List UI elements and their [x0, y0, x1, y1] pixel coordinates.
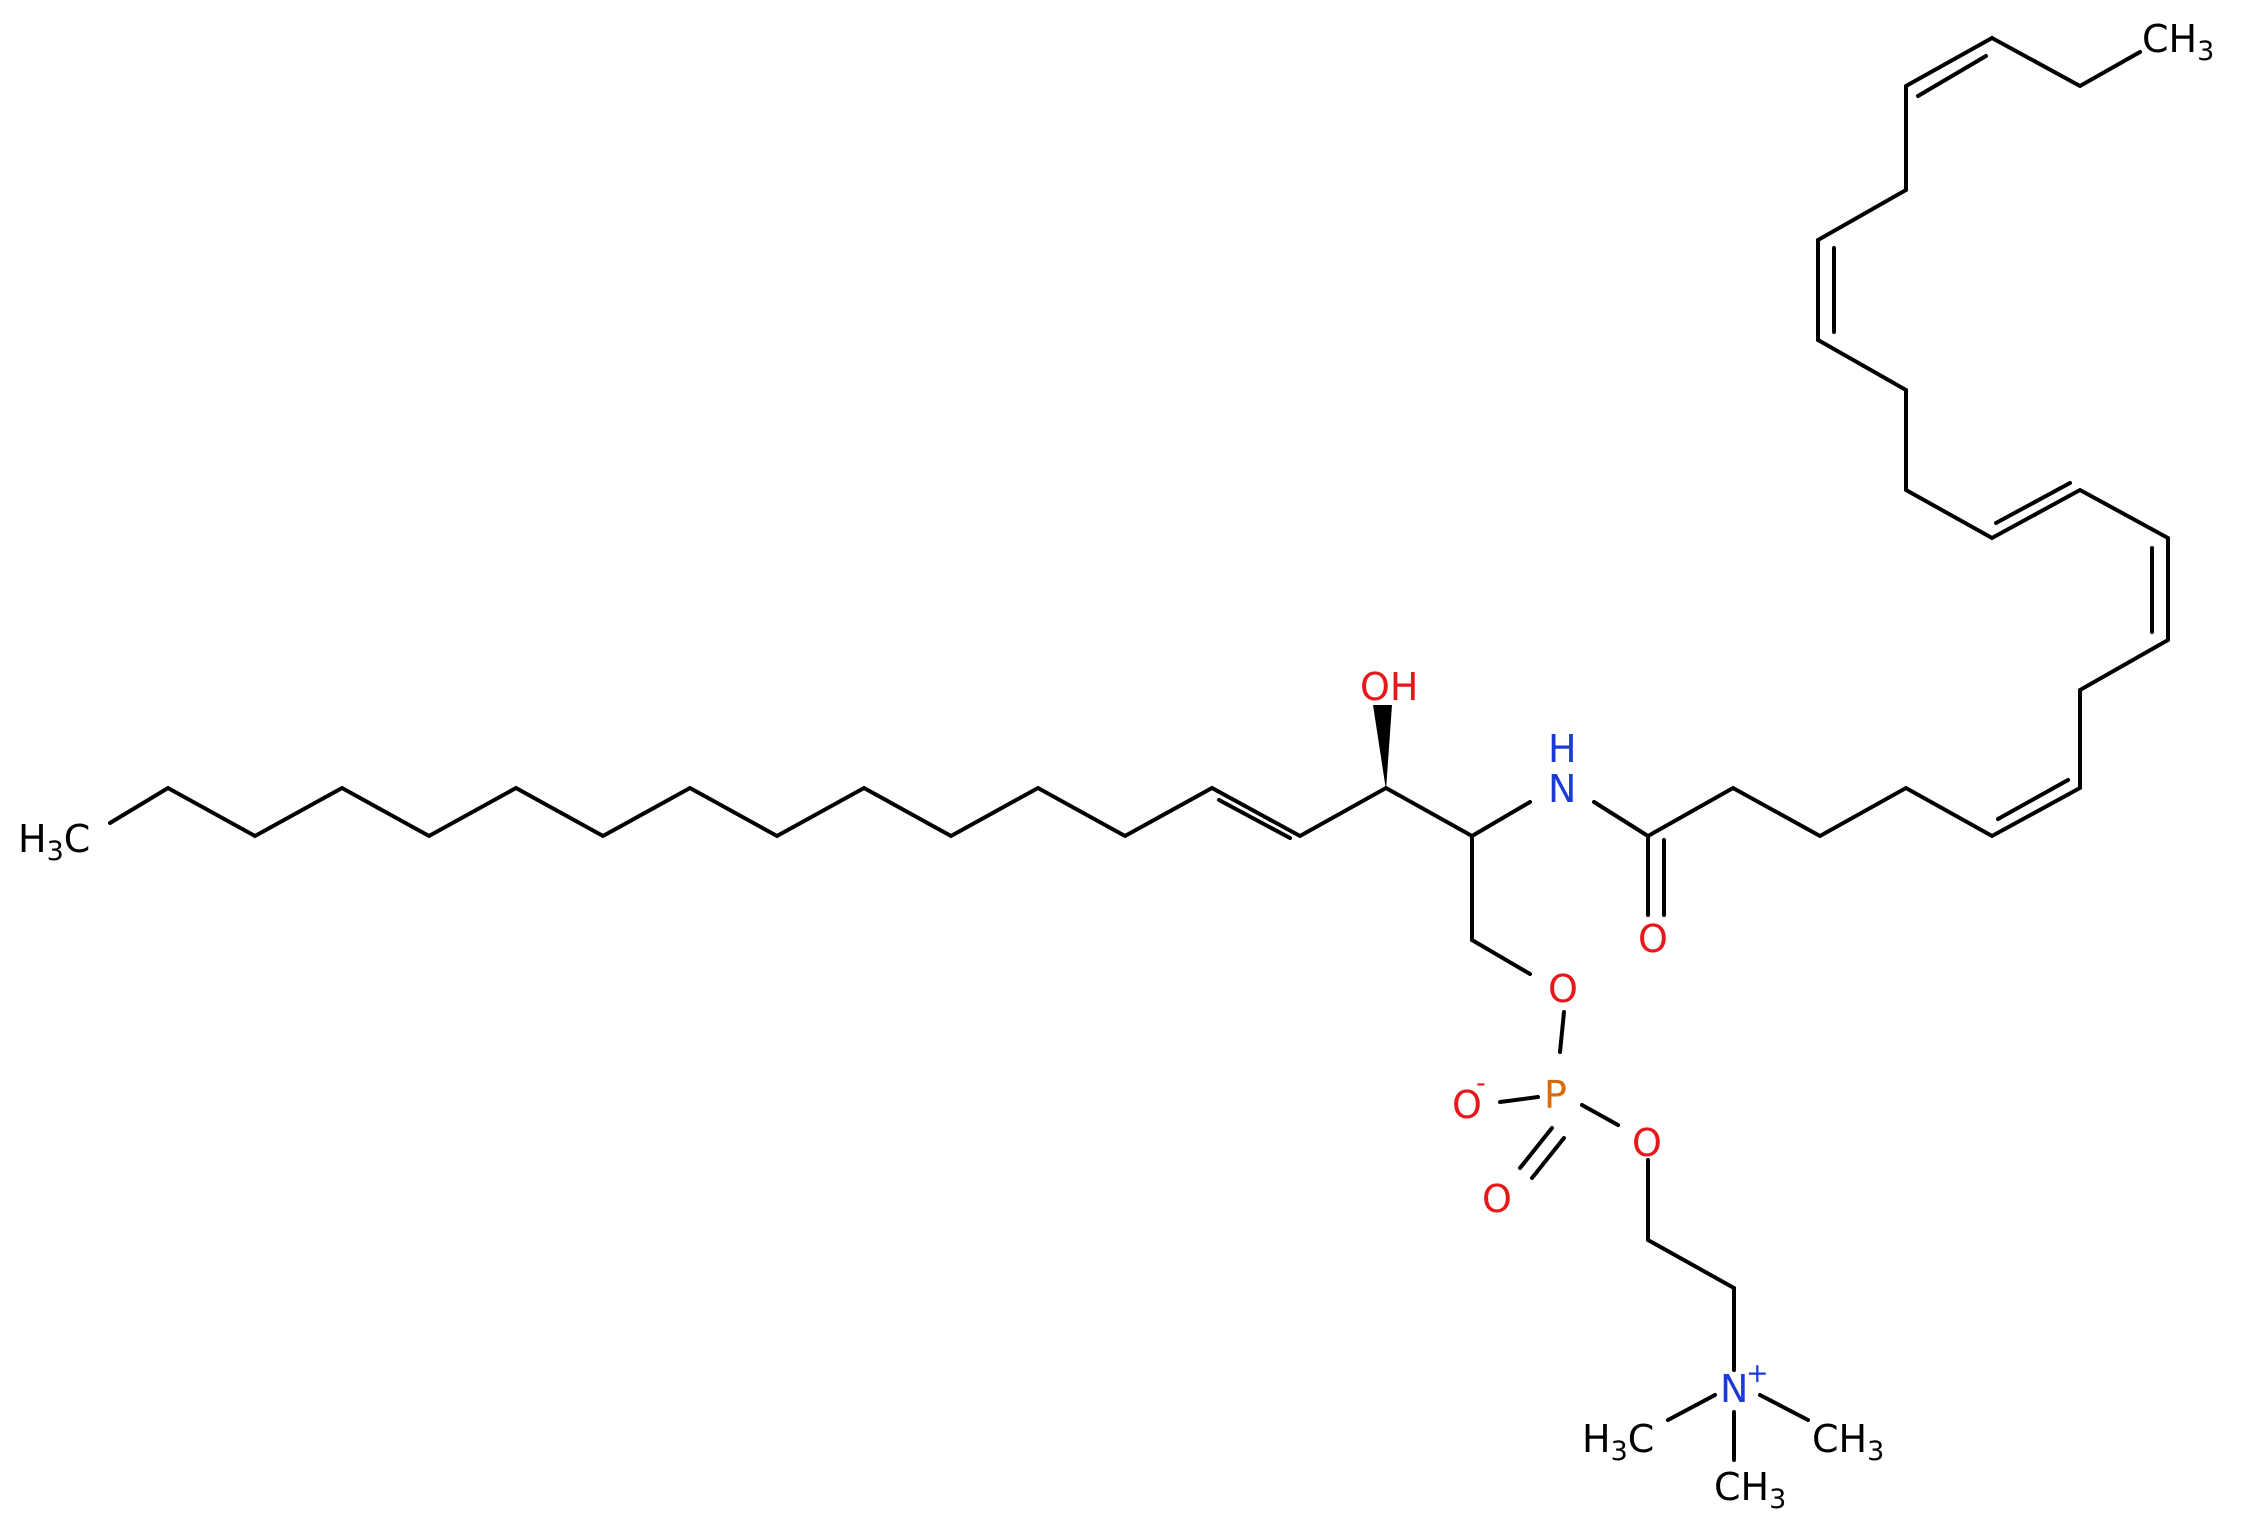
- hydroxyl-label: OH: [1360, 665, 1418, 709]
- ester-oxygen-label: O: [1548, 967, 1578, 1011]
- methyl-right-label: CH3: [1812, 1417, 1884, 1467]
- stereo-wedge-bond: [1373, 705, 1392, 790]
- carbonyl-oxygen-label: O: [1638, 917, 1668, 961]
- sphingosine-chain: [108, 785, 1474, 840]
- positive-charge-label: +: [1746, 1358, 1769, 1389]
- quaternary-nitrogen-label: N: [1720, 1367, 1748, 1411]
- phosphoryl-oxygen-label: O: [1482, 1177, 1512, 1221]
- methyl-left-label: H3C: [1582, 1417, 1654, 1467]
- amide-carbonyl: [1646, 834, 1666, 917]
- phosphate-bonds: [1498, 1010, 1620, 1180]
- choline-oxygen-label: O: [1632, 1121, 1662, 1165]
- trans-double-bond-inner: [1217, 798, 1292, 840]
- acyl-chain: [1646, 36, 2170, 839]
- choline-bonds: [1646, 1158, 1810, 1462]
- amide-hydrogen-label: H: [1548, 727, 1577, 771]
- negative-charge-label: -: [1476, 1068, 1486, 1099]
- phosphate-oxygen-anion-label: O: [1452, 1083, 1482, 1127]
- phosphorus-label: P: [1544, 1073, 1567, 1117]
- h3c-left-label: H3C: [18, 817, 90, 867]
- ch3-top-label: CH3: [2142, 17, 2214, 67]
- backbone-bonds: [1470, 800, 1650, 976]
- methyl-bottom-label: CH3: [1714, 1465, 1786, 1515]
- amide-nitrogen-label: N: [1548, 767, 1576, 811]
